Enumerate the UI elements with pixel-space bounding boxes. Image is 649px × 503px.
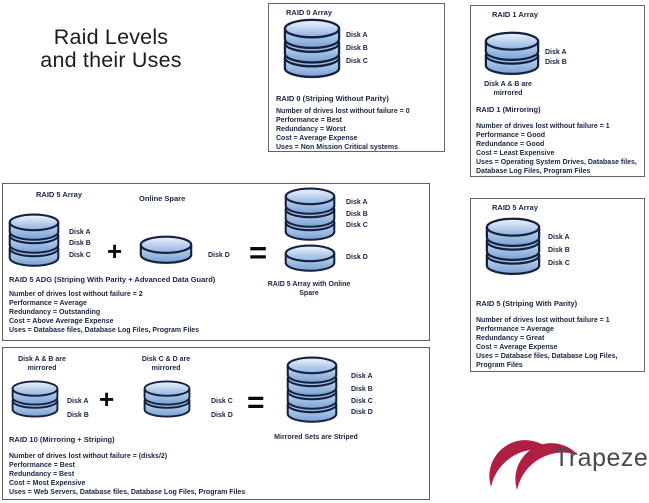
online-spare-label: Online Spare (139, 194, 186, 203)
logo-text: Trapeze (554, 444, 649, 472)
disk-label: Disk C (346, 58, 368, 65)
panel-raid1: RAID 1 Array Disk A Disk B Disk A & B ar… (470, 5, 645, 177)
raid10-mid-stack-icon (143, 379, 191, 419)
stat-line: Uses = Operating System Drives, Database… (476, 159, 637, 175)
logo-swoosh-icon (515, 443, 578, 490)
stat-line: Uses = Database files, Database Log File… (476, 353, 618, 369)
stat-line: Uses = Non Mission Critical systems (276, 144, 398, 151)
raid1-subtitle: RAID 1 (Mirroring) (476, 105, 541, 114)
stat-line: Number of drives lost without failure = … (476, 123, 610, 130)
panel-raid5: RAID 5 Array Disk A Disk B Disk C RAID 5… (470, 198, 645, 372)
raid1-mirror-caption: Disk A & B are mirrored (484, 81, 532, 97)
disk-label: Disk C (211, 398, 233, 405)
stat-line: Redundancy = Outstanding (9, 309, 101, 316)
raid5adg-stats: Number of drives lost without failure = … (9, 290, 309, 335)
trapeze-logo: Trapeze (480, 434, 649, 500)
stat-line: Uses = Database files, Database Log File… (9, 327, 200, 334)
raid5-array-label: RAID 5 Array (492, 203, 538, 212)
disk-label: Disk A (346, 32, 368, 39)
raid5adg-result-spare-icon (284, 243, 336, 273)
raid10-result-stack-icon (286, 355, 338, 424)
disk-label: Disk B (545, 59, 567, 66)
stat-line: Performance = Best (9, 462, 75, 469)
raid1-disk-stack-icon (484, 30, 540, 77)
disk-label: Disk A (67, 398, 89, 405)
page-title: Raid Levels and their Uses (16, 26, 206, 71)
raid0-stats: Number of drives lost without failure = … (276, 107, 442, 152)
raid10-result-caption: Mirrored Sets are Striped (274, 434, 358, 441)
plus-operator: + (99, 384, 115, 414)
stat-line: Cost = Most Expensive (9, 480, 86, 487)
stat-line: Performance = Average (9, 300, 87, 307)
stat-line: Performance = Best (276, 117, 342, 124)
disk-label: Disk D (346, 254, 368, 261)
title-line-2: and their Uses (40, 47, 182, 72)
stat-line: Number of drives lost without failure = … (276, 108, 410, 115)
raid10-mid-caption: Disk C & D are mirrored (141, 356, 191, 372)
raid0-subtitle: RAID 0 (Striping Without Parity) (276, 94, 389, 103)
raid1-array-label: RAID 1 Array (492, 10, 538, 19)
raid10-stats: Number of drives lost without failure = … (9, 452, 409, 497)
disk-label: Disk C (69, 252, 91, 259)
disk-label: Disk B (351, 386, 373, 393)
logo-swoosh-icon (489, 440, 552, 487)
disk-label: Disk B (346, 45, 368, 52)
stat-line: Number of drives lost without failure = … (476, 317, 610, 324)
logo-swoosh-graphic (489, 440, 578, 490)
raid0-disk-stack-icon (283, 17, 341, 80)
panel-raid0: RAID 0 Array Disk A Disk B Disk C RAID 0… (268, 3, 445, 152)
stat-line: Number of drives lost without failure = … (9, 453, 168, 460)
raid5-disk-stack-icon (485, 216, 541, 277)
disk-label: Disk B (69, 240, 91, 247)
raid10-left-stack-icon (11, 379, 59, 419)
stat-line: Cost = Average Expense (476, 344, 558, 351)
raid5adg-result-caption: RAID 5 Array with Online Spare (267, 281, 351, 297)
online-spare-disk-icon (139, 234, 193, 266)
stat-line: Performance = Average (476, 326, 554, 333)
raid10-left-caption: Disk A & B are mirrored (18, 356, 66, 372)
plus-operator: + (107, 236, 123, 266)
disk-label: Disk A (548, 234, 570, 241)
disk-label: Disk B (346, 211, 368, 218)
disk-label: Disk C (548, 260, 570, 267)
stat-line: Performance = Good (476, 132, 546, 139)
disk-label: Disk B (67, 412, 89, 419)
stat-line: Cost = Least Expensive (476, 150, 555, 157)
equals-operator: = (247, 386, 265, 419)
stat-line: Uses = Web Servers, Database files, Data… (9, 489, 246, 496)
raid5-stats: Number of drives lost without failure = … (476, 316, 640, 370)
raid5adg-subtitle: RAID 5 ADG (Striping With Parity + Advan… (9, 275, 216, 284)
stat-line: Redundance = Good (476, 141, 545, 148)
disk-label: Disk D (211, 412, 233, 419)
disk-label: Disk C (351, 398, 373, 405)
disk-label: Disk B (548, 247, 570, 254)
disk-label: Disk A (545, 49, 567, 56)
raid5adg-array-label: RAID 5 Array (36, 190, 82, 199)
stat-line: Number of drives lost without failure = … (9, 291, 143, 298)
raid5adg-result-stack-icon (284, 186, 336, 242)
stat-line: Cost = Average Expense (276, 135, 358, 142)
raid10-subtitle: RAID 10 (Mirroring + Striping) (9, 435, 115, 444)
stat-line: Redundancy = Best (9, 471, 75, 478)
stat-line: Cost = Above Average Expense (9, 318, 114, 325)
raid1-stats: Number of drives lost without failure = … (476, 122, 641, 176)
stat-line: Redundancy = Great (476, 335, 545, 342)
equals-operator: = (249, 235, 268, 270)
disk-label: Disk A (69, 229, 91, 236)
disk-label: Disk A (351, 373, 373, 380)
panel-raid10: Disk A & B are mirrored Disk A Disk B + … (2, 347, 430, 500)
disk-label: Disk A (346, 199, 368, 206)
stat-line: Redundancy = Worst (276, 126, 346, 133)
raid5-subtitle: RAID 5 (Striping With Parity) (476, 299, 578, 308)
disk-label: Disk D (351, 409, 373, 416)
raid0-array-label: RAID 0 Array (286, 8, 332, 17)
disk-label: Disk C (346, 222, 368, 229)
raid5adg-array-stack-icon (8, 212, 60, 268)
title-line-1: Raid Levels (53, 25, 169, 49)
panel-raid5adg: RAID 5 Array Online Spare Disk A Disk B … (2, 183, 430, 341)
disk-label: Disk D (208, 252, 230, 259)
